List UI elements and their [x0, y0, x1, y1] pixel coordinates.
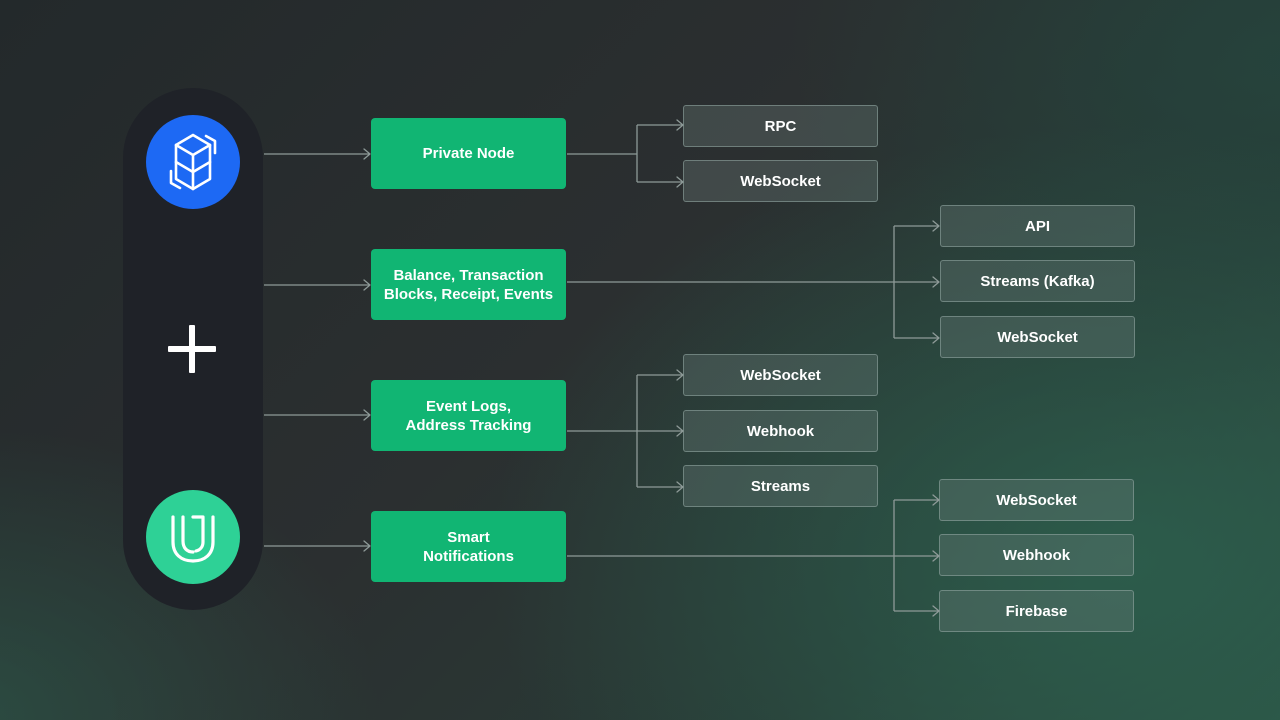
feature-label-line: Address Tracking	[405, 416, 532, 434]
feature-private-node: Private Node	[371, 118, 566, 189]
feature-event-logs: Event Logs, Address Tracking	[371, 380, 566, 451]
unmarshal-logo	[146, 490, 240, 584]
arrowhead	[363, 409, 371, 421]
arrowhead	[932, 220, 940, 232]
fantom-cube-icon	[169, 133, 217, 191]
arrowhead	[932, 276, 940, 288]
feature-label-line: Notifications	[423, 547, 514, 565]
output-api: API	[940, 205, 1135, 247]
arrowhead	[363, 148, 371, 160]
output-streams-kafka: Streams (Kafka)	[940, 260, 1135, 302]
output-websocket: WebSocket	[940, 316, 1135, 358]
output-websocket: WebSocket	[939, 479, 1134, 521]
output-websocket: WebSocket	[683, 354, 878, 396]
feature-label-line: Smart	[447, 528, 490, 546]
fantom-logo	[146, 115, 240, 209]
feature-balance-transaction: Balance, Transaction Blocks, Receipt, Ev…	[371, 249, 566, 320]
feature-label-line: Balance, Transaction	[393, 266, 544, 284]
arrowhead	[932, 332, 940, 344]
feature-label-line: Blocks, Receipt, Events	[383, 285, 554, 303]
arrowhead	[363, 279, 371, 291]
feature-label-line: Private Node	[422, 145, 515, 162]
output-websocket: WebSocket	[683, 160, 878, 202]
output-webhook: Webhook	[683, 410, 878, 452]
output-webhook: Webhook	[939, 534, 1134, 576]
output-streams: Streams	[683, 465, 878, 507]
feature-smart-notifications: Smart Notifications	[371, 511, 566, 582]
unmarshal-u-icon	[171, 515, 215, 563]
plus-icon	[167, 324, 217, 374]
feature-label-line: Event Logs,	[425, 397, 511, 415]
output-firebase: Firebase	[939, 590, 1134, 632]
arrowhead	[363, 540, 371, 552]
output-rpc: RPC	[683, 105, 878, 147]
